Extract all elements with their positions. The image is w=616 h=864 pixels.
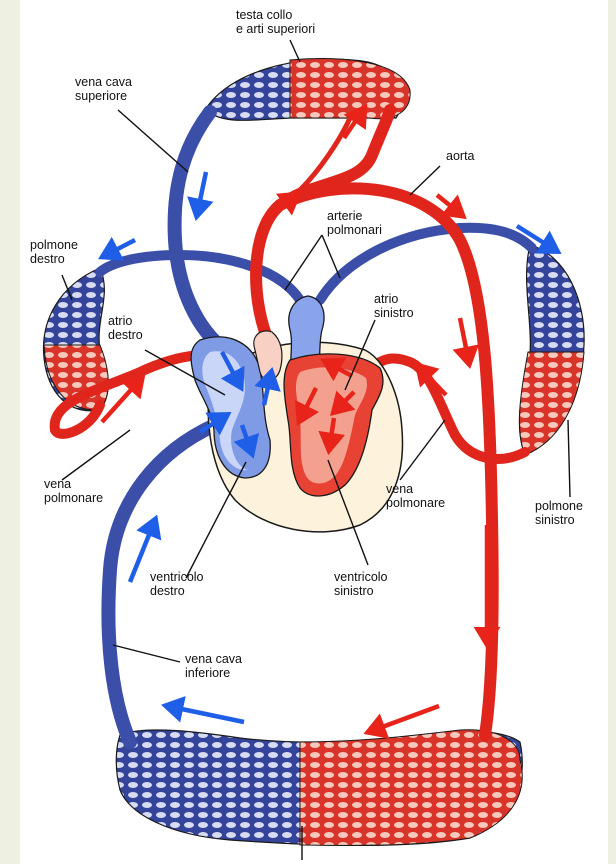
label-pulmonary-vein-right: vena bbox=[44, 477, 71, 491]
label-left-ventricle: ventricolo bbox=[334, 570, 388, 584]
label-left-lung-2: sinistro bbox=[535, 513, 575, 527]
label-left-atrium-2: sinistro bbox=[374, 306, 414, 320]
label-left-ventricle-2: sinistro bbox=[334, 584, 374, 598]
flow-arrow-blue bbox=[172, 707, 244, 722]
label-left-lung: polmone bbox=[535, 499, 583, 513]
label-right-atrium-2: destro bbox=[108, 328, 143, 342]
label-right-atrium: atrio bbox=[108, 314, 132, 328]
label-pulmonary-arteries: arterie bbox=[327, 209, 362, 223]
label-right-lung: polmone bbox=[30, 238, 78, 252]
label-pulmonary-vein-left-2: polmonare bbox=[386, 496, 445, 510]
upper-capillary-bed bbox=[205, 58, 410, 120]
flow-arrow-blue bbox=[108, 240, 135, 254]
label-aorta: aorta bbox=[446, 149, 475, 163]
label-right-lung-2: destro bbox=[30, 252, 65, 266]
label-inferior-vena-cava: vena cava bbox=[185, 652, 242, 666]
label-inferior-vena-cava-2: inferiore bbox=[185, 666, 230, 680]
flow-arrow-red bbox=[374, 706, 439, 730]
label-superior-vena-cava-2: superiore bbox=[75, 89, 127, 103]
lower-capillary-bed bbox=[116, 730, 522, 846]
left-lung-capillaries bbox=[519, 245, 584, 455]
label-pulmonary-vein-right-2: polmonare bbox=[44, 491, 103, 505]
label-pulmonary-arteries-2: polmonari bbox=[327, 223, 382, 237]
flow-arrow-blue bbox=[198, 172, 206, 210]
label-head-neck-arms-2: e arti superiori bbox=[236, 22, 315, 36]
label-superior-vena-cava: vena cava bbox=[75, 75, 132, 89]
label-pulmonary-vein-left: vena bbox=[386, 482, 413, 496]
flow-arrow-red bbox=[460, 318, 468, 358]
label-head-neck-arms: testa collo bbox=[236, 8, 292, 22]
label-right-ventricle: ventricolo bbox=[150, 570, 204, 584]
label-left-atrium: atrio bbox=[374, 292, 398, 306]
label-right-ventricle-2: destro bbox=[150, 584, 185, 598]
